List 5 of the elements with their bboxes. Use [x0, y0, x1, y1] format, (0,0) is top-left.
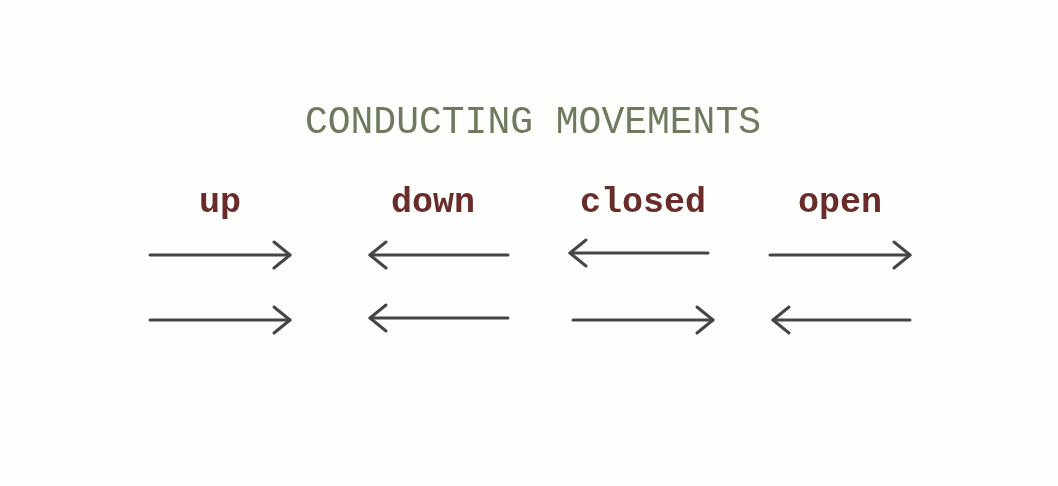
title: CONDUCTING MOVEMENTS [304, 100, 762, 144]
direction-label: open [798, 183, 882, 223]
direction-label: closed [580, 183, 706, 223]
direction-label: up [199, 183, 241, 223]
direction-label: down [391, 183, 475, 223]
